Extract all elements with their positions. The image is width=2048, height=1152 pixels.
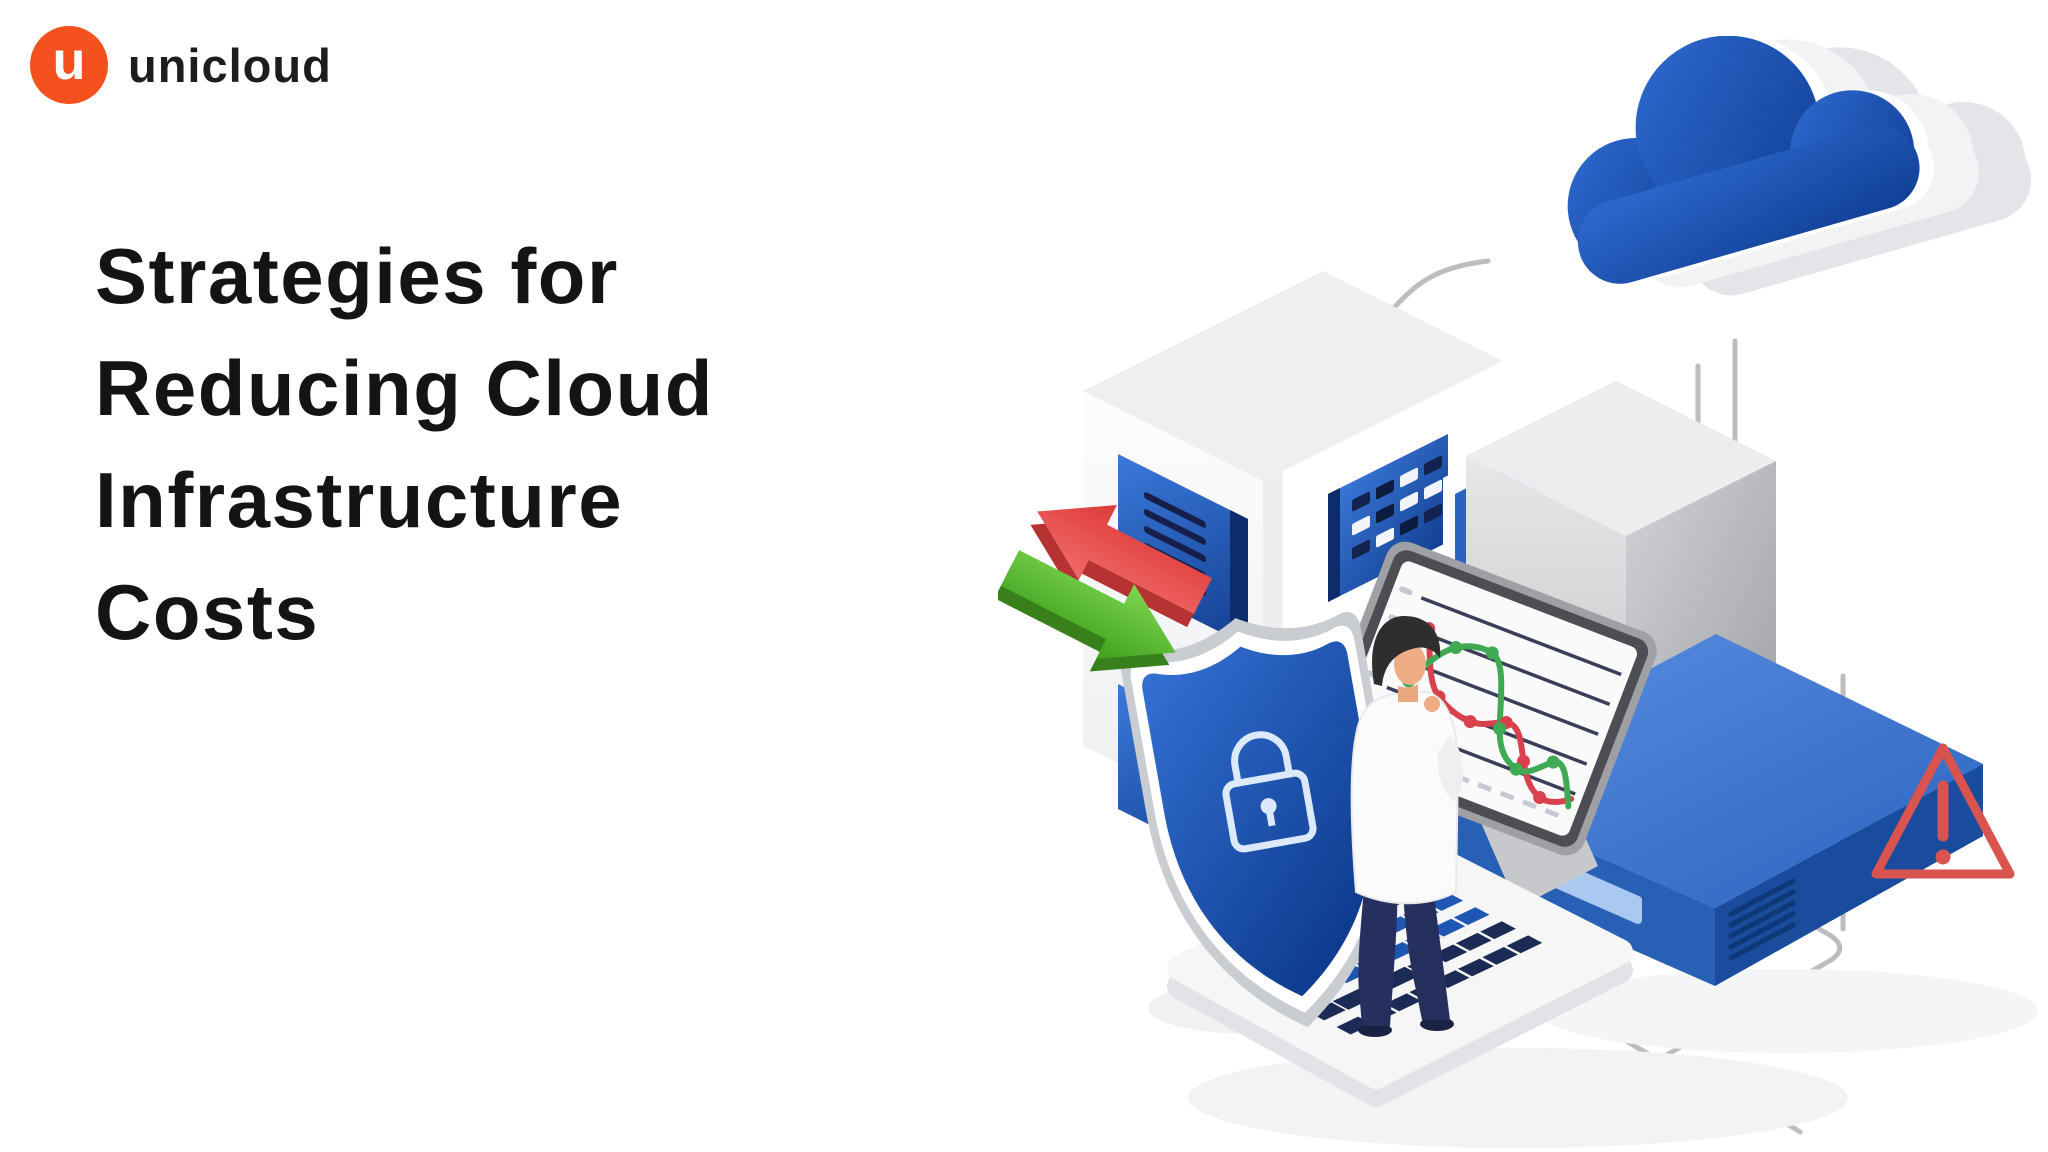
- title-line-3: Infrastructure: [95, 456, 624, 544]
- person-leg-left: [1358, 888, 1398, 1026]
- person-leg-right: [1403, 886, 1450, 1020]
- transfer-arrow-left: [1030, 505, 1213, 628]
- title-line-1: Strategies for: [95, 232, 619, 320]
- warning-icon: [1871, 743, 2015, 879]
- vent-lines: [1728, 878, 1796, 961]
- shield-lock-icon: [1120, 611, 1391, 1028]
- person-engineer: [1350, 616, 1464, 1037]
- person-hair: [1372, 616, 1441, 686]
- person-arm: [1437, 736, 1464, 802]
- page-title: Strategies for Reducing Cloud Infrastruc…: [95, 220, 714, 668]
- logo-letter: u: [52, 31, 86, 91]
- cloud-icon: [1531, 36, 2042, 306]
- title-line-4: Costs: [95, 568, 320, 656]
- title-line-2: Reducing Cloud: [95, 344, 714, 432]
- server-panel-dots: [1328, 433, 1448, 602]
- logo-wordmark: unicloud: [128, 38, 332, 92]
- person-torso: [1350, 690, 1460, 905]
- transfer-arrow-right: [998, 550, 1176, 672]
- desk-shadow: [1538, 969, 2038, 1053]
- brand-logo: u unicloud: [30, 26, 332, 104]
- padlock-icon: [1222, 731, 1317, 853]
- floor-shadow: [1188, 1048, 1848, 1148]
- cloud-infrastructure-illustration: [998, 36, 2042, 1148]
- unicloud-logo-icon: u: [30, 26, 108, 104]
